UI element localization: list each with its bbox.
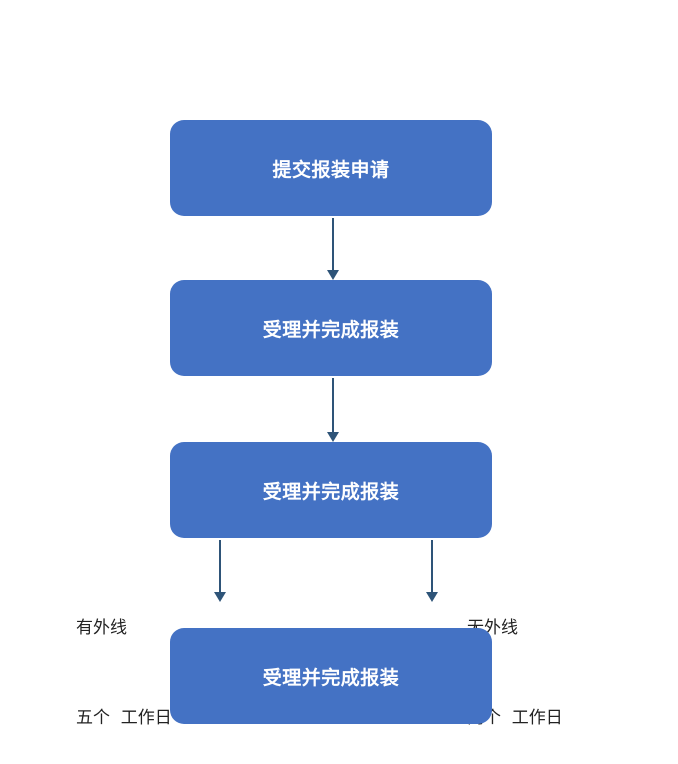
arrow-head <box>327 432 339 442</box>
arrow-head <box>426 592 438 602</box>
branch-label-left-line2: 五个 工作日 <box>76 708 172 728</box>
arrow-shaft <box>219 540 221 592</box>
node-accept-complete-3: 受理并完成报装 <box>170 628 492 724</box>
node-accept-complete-1: 受理并完成报装 <box>170 280 492 376</box>
arrow-shaft <box>332 378 334 432</box>
arrow-left-branch <box>214 540 226 602</box>
node-submit-application-label: 提交报装申请 <box>272 158 390 181</box>
node-accept-complete-1-label: 受理并完成报装 <box>262 318 400 341</box>
arrow-head <box>327 270 339 280</box>
arrow-submit-to-accept-1 <box>327 218 339 280</box>
node-accept-complete-3-label: 受理并完成报装 <box>262 666 400 689</box>
arrow-head <box>214 592 226 602</box>
arrow-right-branch <box>426 540 438 602</box>
arrow-shaft <box>431 540 433 592</box>
node-accept-complete-2: 受理并完成报装 <box>170 442 492 538</box>
arrow-accept-1-to-accept-2 <box>327 378 339 442</box>
branch-label-left: 有外线 五个 工作日 <box>76 553 172 763</box>
node-submit-application: 提交报装申请 <box>170 120 492 216</box>
branch-label-left-line1: 有外线 <box>76 618 127 638</box>
node-accept-complete-2-label: 受理并完成报装 <box>262 480 400 503</box>
arrow-shaft <box>332 218 334 270</box>
